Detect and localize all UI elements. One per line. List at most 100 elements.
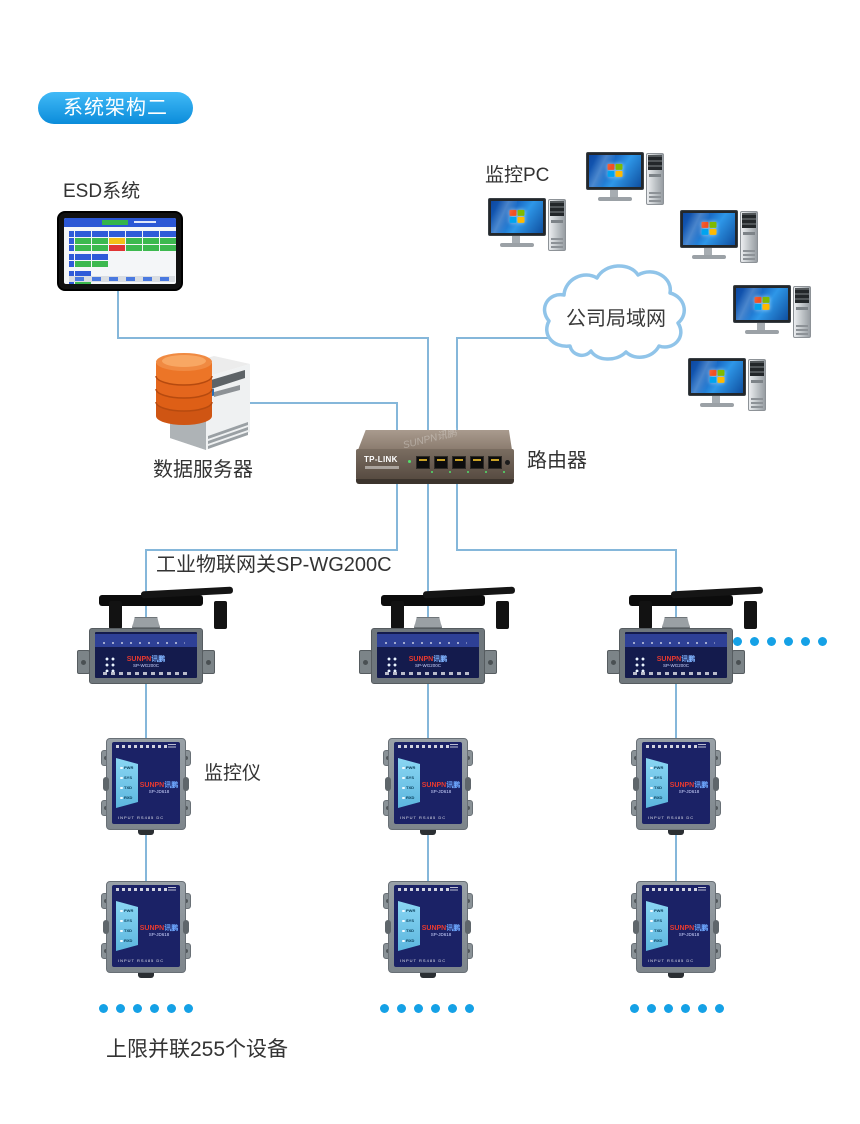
pc-tower [646, 153, 664, 205]
dot [801, 637, 810, 646]
led-rxd: RXD [650, 939, 662, 943]
led-pwr: PWR [120, 909, 133, 913]
gateway-top-band [377, 634, 479, 647]
connector-line [675, 682, 677, 740]
status-leds [104, 656, 116, 672]
side-slot [183, 777, 189, 791]
serial-connector [414, 617, 442, 628]
gateway-node-2: SUNPN讯鹏 SP-WG200C [353, 586, 516, 688]
monitor-pc-label: 监控PC [485, 165, 550, 186]
monitor-stand [704, 248, 712, 255]
led-pwr: PWR [402, 909, 415, 913]
device-model: SP-JD618 [678, 789, 700, 794]
port-led [449, 471, 451, 473]
brand-red: SUNPN [139, 925, 165, 932]
monitor-device-1b: PWR SYS TXD RXD SUNPN讯鹏 SP-JD618 INPUT R… [101, 881, 191, 978]
antenna-mount [391, 601, 404, 629]
ethernet-port [416, 456, 430, 469]
pc-tower [740, 211, 758, 263]
dot [715, 1004, 724, 1013]
ellipsis-column-3 [630, 1004, 724, 1013]
brand-blue: 讯鹏 [681, 656, 696, 663]
led-pwr: PWR [650, 909, 663, 913]
pc-screen [683, 213, 735, 245]
brand-red: SUNPN [408, 656, 434, 663]
connector-line [427, 828, 429, 884]
title-badge: 系统架构二 [38, 92, 193, 124]
connector-line [456, 470, 458, 551]
windows-logo-icon [607, 163, 623, 177]
led-wedge: PWR SYS TXD RXD [398, 758, 420, 808]
esd-titlebar [64, 218, 176, 227]
mounting-flange [732, 650, 745, 674]
connector-line [427, 339, 429, 455]
brand-red: SUNPN [126, 656, 152, 663]
gateway-brand: SUNPN讯鹏 [377, 654, 479, 664]
led-wedge: PWR SYS TXD RXD [116, 758, 138, 808]
gateway-node-1: SUNPN讯鹏 SP-WG200C [71, 586, 234, 688]
router-node: SUNPN讯鹏 TP-LINK [356, 427, 514, 486]
device-panel: PWR SYS TXD RXD SUNPN讯鹏 SP-JD618 INPUT R… [642, 742, 710, 824]
footer-label: 上限并联255个设备 [106, 1038, 289, 1061]
esd-screen [57, 211, 183, 291]
port-led [503, 471, 505, 473]
cloud-icon [542, 264, 686, 361]
port-led [485, 471, 487, 473]
dot [818, 637, 827, 646]
pc-tower [748, 359, 766, 411]
side-slot [385, 777, 391, 791]
brand-blue: 讯鹏 [694, 925, 709, 932]
pc-screen [491, 201, 543, 233]
led-wedge: PWR SYS TXD RXD [646, 901, 668, 951]
device-header-icon [168, 887, 176, 892]
brand-blue: 讯鹏 [164, 925, 179, 932]
connector-line [456, 339, 458, 455]
connector-line [675, 828, 677, 884]
led-rxd: RXD [402, 796, 414, 800]
pc-node-3 [680, 210, 760, 268]
pc-monitor [586, 152, 644, 190]
side-slot [633, 920, 639, 934]
brand-red: SUNPN [669, 925, 695, 932]
device-brand: SUNPN讯鹏 [420, 780, 462, 790]
device-model: SP-JD618 [678, 932, 700, 937]
led-rxd: RXD [120, 939, 132, 943]
dot [448, 1004, 457, 1013]
side-slot [633, 777, 639, 791]
led-sys: SYS [402, 919, 414, 923]
router-top-face [358, 430, 512, 450]
windows-logo-icon [709, 369, 725, 383]
pc-screen [691, 361, 743, 393]
pc-node-2 [488, 198, 568, 256]
cloud-label: 公司局域网 [566, 308, 666, 330]
antenna-mount [639, 601, 652, 629]
device-connector [420, 830, 436, 835]
device-header-icon [698, 887, 706, 892]
antenna-icon [381, 595, 485, 606]
dot [116, 1004, 125, 1013]
gateway-port-markings [633, 672, 719, 675]
monitor-base [598, 197, 632, 201]
serial-connector [662, 617, 690, 628]
device-brand: SUNPN讯鹏 [420, 923, 462, 933]
antenna-icon [629, 595, 733, 606]
device-ports-label: INPUT RS485 DC [648, 815, 695, 820]
connector-line [427, 682, 429, 740]
gateway-port-markings [385, 672, 471, 675]
device-panel: PWR SYS TXD RXD SUNPN讯鹏 SP-JD618 INPUT R… [112, 885, 180, 967]
device-panel: PWR SYS TXD RXD SUNPN讯鹏 SP-JD618 INPUT R… [394, 885, 462, 967]
device-brand: SUNPN讯鹏 [668, 923, 710, 933]
device-ports-label: INPUT RS485 DC [400, 815, 447, 820]
device-header-icon [450, 887, 458, 892]
led-pwr: PWR [650, 766, 663, 770]
dot [733, 637, 742, 646]
data-server [148, 340, 258, 456]
led-txd: TXD [120, 786, 132, 790]
device-model: SP-JD618 [148, 789, 170, 794]
router-brand: TP-LINK [364, 455, 398, 464]
pc-monitor [733, 285, 791, 323]
device-model: SP-JD618 [430, 932, 452, 937]
led-sys: SYS [402, 776, 414, 780]
monitor-stand [512, 236, 520, 243]
dot [630, 1004, 639, 1013]
